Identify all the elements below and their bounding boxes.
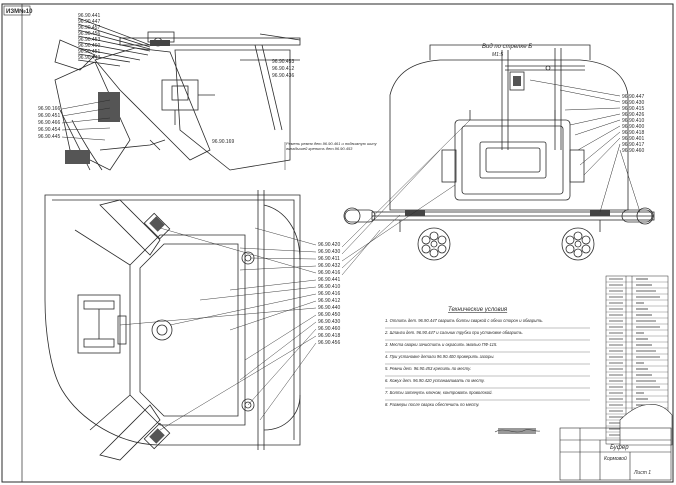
part-label: 96.90.412 [318, 298, 340, 304]
part-label: 96.90.451 [38, 113, 60, 119]
part-label: 96.90.445 [38, 134, 60, 140]
part-label: 96.90.410 [622, 118, 644, 124]
part-label: 96.90.454 [38, 127, 60, 133]
corner-tag-box [3, 5, 31, 16]
top-labels: 96.90.441 96.90.447 96.90.457 96.90.456 … [78, 13, 100, 61]
part-label: 96.90.430 [318, 249, 340, 255]
part-label: 96.90.401 [622, 136, 644, 142]
part-label: 96.90.456 [78, 31, 100, 37]
part-label: 96.90.416 [318, 291, 340, 297]
part-label: 96.90.441 [78, 13, 100, 19]
side-view-assembly [54, 17, 301, 171]
stamp-title: Буфер [610, 445, 629, 451]
center-leaders [119, 119, 471, 431]
part-label: 96.90.420 [318, 242, 340, 248]
part-label: 96.90.443 [78, 55, 100, 61]
notes-underlines [385, 327, 590, 401]
part-label: 96.90.456 [318, 340, 340, 346]
part-label: 96.90.436 [272, 73, 294, 79]
note-item: 3. Места сварки зачистить и окрасить эма… [385, 342, 497, 347]
part-label: 96.90.416 [318, 270, 340, 276]
plan-view-assembly [44, 190, 301, 461]
inner-frame [21, 3, 674, 483]
part-label: 96.90.166 [38, 106, 60, 112]
part-label: 96.90.453 [272, 59, 294, 65]
part-label: 96.90.451 [78, 49, 100, 55]
part-label: 96.90.466 [38, 120, 60, 126]
side-note-text: Ремень ремня дет.96.90.461 и подвижную ш… [286, 141, 377, 151]
view-b-assembly [343, 44, 655, 261]
view-b-title: Вид по стрелке Б М1:5 [482, 44, 532, 58]
mid-labels: 96.90.453 96.90.412 96.90.436 96.90.169 [212, 59, 294, 145]
stamp-subtitle: Кормовой [604, 455, 627, 462]
center-labels: 96.90.420 96.90.430 96.90.411 96.90.432 … [318, 242, 340, 346]
note-item: 7. Болты затянуть ключом, контровать про… [385, 390, 493, 395]
part-label: 96.90.453 [78, 37, 100, 43]
part-label: 96.90.460 [622, 148, 644, 154]
side-note: Ремень ремня дет.96.90.461 и подвижную ш… [284, 141, 377, 170]
part-label: 96.90.460 [318, 326, 340, 332]
view-scale: М1:5 [492, 52, 503, 58]
note-item: 1. Отлить дет. 96.90.447 сварить болты с… [385, 318, 543, 323]
note-item: 5. Ремни дет. 96.90.453 крепить по месту… [385, 366, 471, 371]
part-label: 96.90.410 [318, 284, 340, 290]
part-label: 96.90.457 [78, 25, 100, 31]
part-label: 96.90.415 [622, 106, 644, 112]
right-labels: 96.90.447 96.90.430 96.90.415 96.90.426 … [622, 94, 644, 154]
part-label: 96.90.460 [78, 43, 100, 49]
notes-heading: Технические условия [448, 307, 508, 313]
part-label: 96.90.417 [622, 142, 644, 148]
part-label: 96.90.418 [622, 130, 644, 136]
title-block [559, 427, 672, 481]
part-label: 96.90.400 [622, 124, 644, 130]
part-label: 96.90.418 [318, 333, 340, 339]
part-label: 96.90.169 [212, 139, 234, 145]
note-item: 6. Кожух дет. 96.90.420 устанавливать по… [385, 378, 485, 383]
signature-mark [494, 428, 541, 434]
corner-tag: ИЗМ№10 [6, 8, 33, 15]
note-item: 4. При установке детали 96.90.400 провер… [385, 354, 495, 359]
left-labels: 96.90.166 96.90.451 96.90.466 96.90.454 … [38, 106, 60, 140]
right-leaders [529, 79, 641, 213]
part-label: 96.90.432 [318, 263, 340, 269]
technical-notes: Технические условия 1. Отлить дет. 96.90… [384, 307, 543, 407]
paper-curl [619, 404, 673, 446]
view-title: Вид по стрелке Б [482, 44, 532, 50]
stamp-sheet: Лист 1 [633, 470, 651, 476]
note-item: 8. Размеры после сварки обеспечить по ме… [385, 402, 480, 407]
part-label: 96.90.426 [622, 112, 644, 118]
part-label: 96.90.411 [318, 256, 340, 262]
part-label: 96.90.412 [272, 66, 294, 72]
part-label: 96.90.430 [622, 100, 644, 106]
part-label: 96.90.441 [318, 277, 340, 283]
part-label: 96.90.430 [318, 319, 340, 325]
part-label: 96.90.450 [318, 312, 340, 318]
left-leaders [61, 99, 111, 141]
part-label: 96.90.447 [78, 19, 100, 25]
part-label: 96.90.440 [318, 305, 340, 311]
note-item: 2. Шланги дет. 96.90.447 и сальник трубк… [384, 330, 523, 335]
part-label: 96.90.447 [622, 94, 644, 100]
